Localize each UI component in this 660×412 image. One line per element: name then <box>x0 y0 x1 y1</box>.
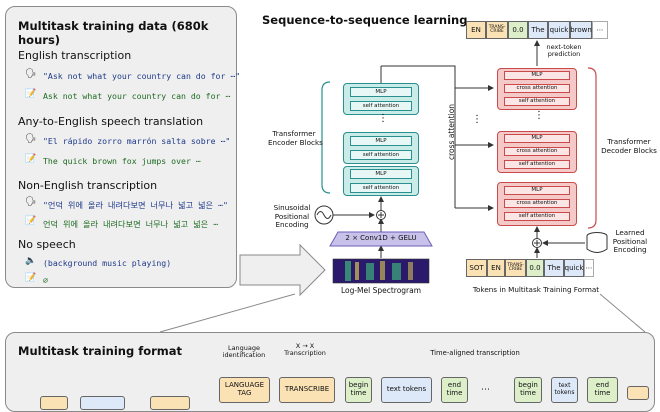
output-token-row: EN TRANS- CRIBE 0.0 The quick brown ⋯ <box>466 21 608 39</box>
end-time-box: end time <box>441 377 468 403</box>
cross-attention-layer: cross attention <box>504 84 570 93</box>
positional-encoding-label: Sinusoidal Positional Encoding <box>273 203 311 230</box>
token-time: 0.0 <box>508 21 528 39</box>
mlp-layer: MLP <box>350 169 412 179</box>
end-time-box: end time <box>587 377 618 403</box>
example-audio-text: "언덕 위에 올라 내려다보면 너무나 넓고 넓은 ⋯" <box>43 200 228 210</box>
conv-label: 2 × Conv1D + GELU <box>345 234 417 242</box>
time-aligned-label: Time-aligned transcription <box>430 349 520 357</box>
begin-time-box: begin time <box>345 377 372 403</box>
encoder-block: MLP self attention <box>343 83 419 115</box>
memo-icon: 📝 <box>25 216 37 226</box>
s2s-title: Sequence-to-sequence learning <box>262 13 468 27</box>
section-heading-english-transcription: English transcription <box>18 49 132 62</box>
mlp-layer: MLP <box>350 136 412 146</box>
spectrogram-label: Log-Mel Spectrogram <box>340 286 422 295</box>
self-attention-layer: self attention <box>504 160 570 169</box>
decoder-block: MLP cross attention self attention <box>497 131 577 173</box>
example-audio-text: "Ask not what your country can do for ⋯" <box>43 71 241 81</box>
cross-ellipsis: ⋮ <box>472 114 482 125</box>
mlp-layer: MLP <box>504 134 570 143</box>
self-attention-layer: self attention <box>350 183 412 193</box>
section-heading-translation: Any-to-English speech translation <box>18 115 204 128</box>
token-text: The <box>544 259 564 277</box>
token-en: EN <box>487 259 505 277</box>
encoder-block: MLP self attention <box>343 166 419 196</box>
transcribe-box: TRANSCRIBE <box>279 377 335 403</box>
cross-attention-label: cross attention <box>447 103 456 160</box>
big-arrow <box>239 243 326 297</box>
decoder-ellipsis: ⋮ <box>534 110 544 121</box>
mlp-layer: MLP <box>504 186 570 195</box>
token-sot: SOT <box>466 259 487 277</box>
format-box-start <box>150 396 190 410</box>
language-identification-label: Language identification <box>222 344 266 360</box>
data-panel-title: Multitask training data (680k hours) <box>18 19 209 47</box>
example-transcript-text: Ask not what your country can do for ⋯ <box>43 91 231 101</box>
training-data-panel: Multitask training data (680k hours) Eng… <box>5 6 241 288</box>
language-tag-box: LANGUAGE TAG <box>219 377 270 403</box>
token-text: quick <box>548 21 570 39</box>
tokens-format-label: Tokens in Multitask Training Format <box>472 285 600 294</box>
cross-attention-layer: cross attention <box>504 147 570 156</box>
token-time: 0.0 <box>526 259 544 277</box>
example-audio-text: "El rápido zorro marrón salta sobre ⋯" <box>43 136 231 146</box>
begin-time-box: begin time <box>514 377 542 403</box>
mlp-layer: MLP <box>350 87 412 97</box>
example-transcript-text: ∅ <box>43 275 48 285</box>
connector-lines <box>99 40 646 396</box>
example-transcript-text: The quick brown fox jumps over ⋯ <box>43 156 201 166</box>
x-to-x-label: X → X Transcription <box>284 342 326 358</box>
encoder-ellipsis: ⋮ <box>378 113 388 124</box>
speaker-icon: 🗣 <box>25 134 37 144</box>
mlp-layer: MLP <box>504 71 570 80</box>
next-token-label: next-token prediction <box>546 43 582 59</box>
learned-positional-label: Learned Positional Encoding <box>612 228 648 255</box>
memo-icon: 📝 <box>25 273 37 283</box>
cross-attention-layer: cross attention <box>504 199 570 208</box>
token-more: ⋯ <box>584 259 594 277</box>
speaker-icon: 🔈 <box>25 256 37 266</box>
example-audio-text: (background music playing) <box>43 258 172 268</box>
encoder-block: MLP self attention <box>343 132 419 164</box>
decoder-block: MLP cross attention self attention <box>497 68 577 110</box>
speaker-icon: 🗣 <box>25 69 37 79</box>
section-heading-non-english: Non-English transcription <box>18 179 158 192</box>
section-heading-no-speech: No speech <box>18 238 76 251</box>
text-tokens-box: text tokens <box>551 377 578 403</box>
format-box-sot <box>40 396 68 410</box>
self-attention-layer: self attention <box>350 101 412 111</box>
token-transcribe: TRANS- CRIBE <box>486 21 508 39</box>
token-text: quick <box>564 259 584 277</box>
encoder-label: Transformer Encoder Blocks <box>268 129 323 147</box>
format-box-previous-text <box>80 396 125 410</box>
example-transcript-text: 언덕 위에 올라 내려다보면 너무나 넓고 넓은 ⋯ <box>43 219 219 229</box>
format-ellipsis: ⋯ <box>481 385 490 395</box>
memo-icon: 📝 <box>25 89 37 99</box>
format-title: Multitask training format <box>18 344 183 358</box>
token-text: brown <box>570 21 592 39</box>
self-attention-layer: self attention <box>504 97 570 106</box>
memo-icon: 📝 <box>25 154 37 164</box>
self-attention-layer: self attention <box>350 150 412 160</box>
conv-block-shape <box>329 231 433 247</box>
self-attention-layer: self attention <box>504 212 570 221</box>
decoder-block: MLP cross attention self attention <box>497 182 577 226</box>
token-en: EN <box>466 21 486 39</box>
token-transcribe: TRANS- CRIBE <box>505 259 526 277</box>
text-tokens-box: text tokens <box>381 377 432 403</box>
decoder-label: Transformer Decoder Blocks <box>601 137 657 155</box>
input-token-row: SOT EN TRANS- CRIBE 0.0 The quick ⋯ <box>466 259 594 277</box>
format-box-eot <box>627 386 649 400</box>
token-more: ⋯ <box>592 21 608 39</box>
speaker-icon: 🗣 <box>25 197 37 207</box>
token-text: The <box>528 21 548 39</box>
